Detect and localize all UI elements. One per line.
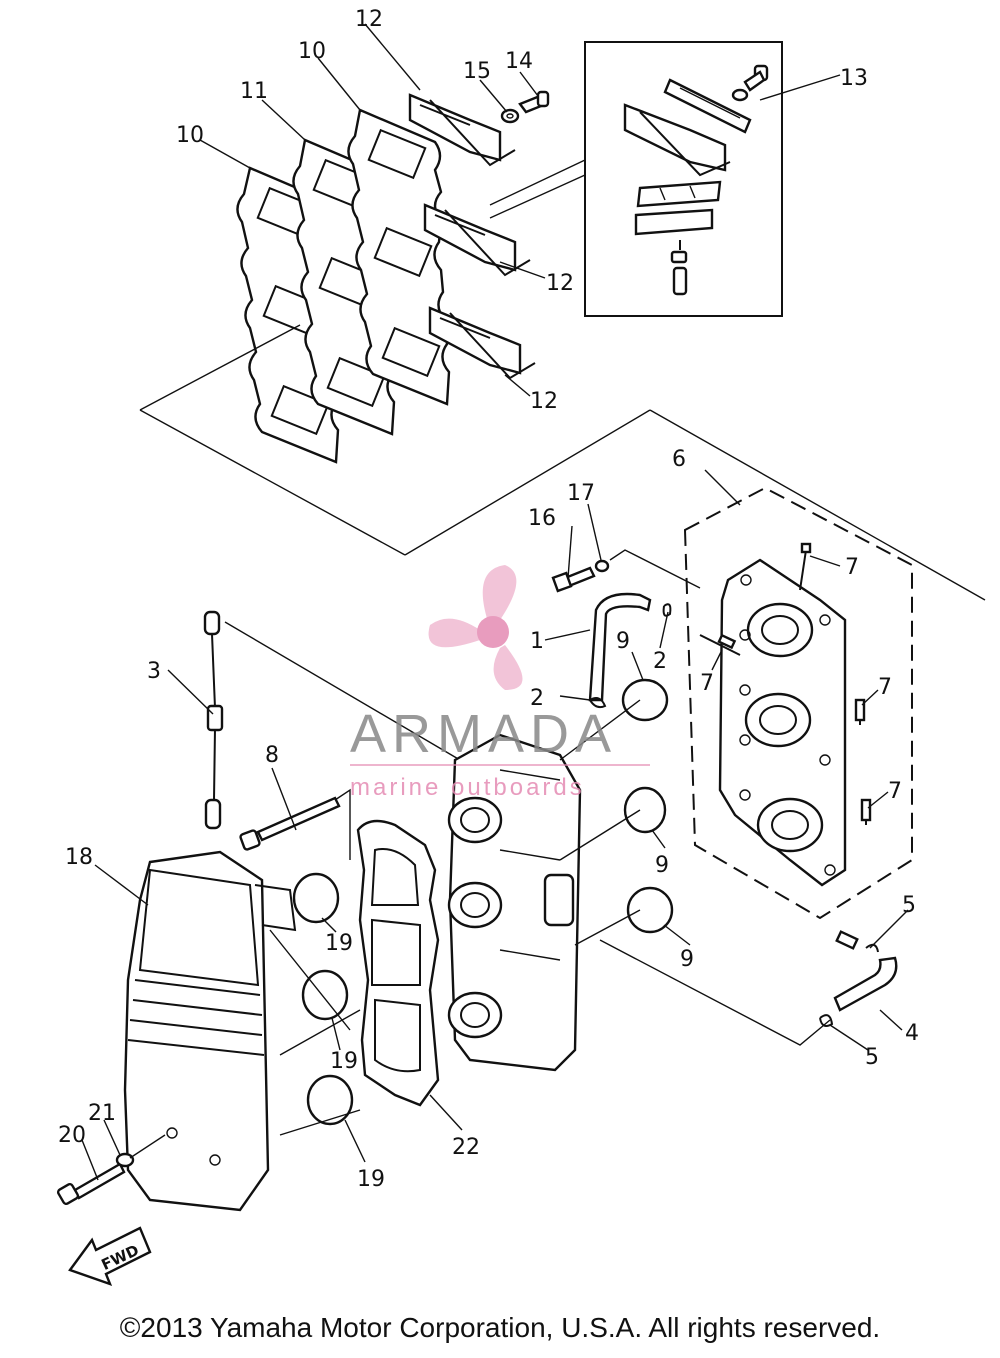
o-ring-19-a <box>292 872 340 924</box>
reed-valve-12-bottom <box>428 306 536 380</box>
leader-lines <box>81 23 909 1181</box>
clip-5-a <box>835 930 879 953</box>
washer-15 <box>500 108 520 124</box>
label-12-top: 12 <box>355 7 383 32</box>
reed-valve-12-top <box>408 93 516 167</box>
bolt-8 <box>239 796 341 851</box>
label-7-c: 7 <box>878 675 892 700</box>
gasket-22 <box>356 819 440 1107</box>
watermark-name: ARMADA <box>350 704 617 764</box>
gasket-10-back <box>347 108 451 406</box>
label-13: 13 <box>840 66 868 91</box>
hose-4 <box>833 956 898 1012</box>
label-19-c: 19 <box>357 1167 385 1192</box>
label-16: 16 <box>528 506 556 531</box>
label-3: 3 <box>147 659 161 684</box>
label-12-bottom: 12 <box>530 389 558 414</box>
label-5-b: 5 <box>865 1045 879 1070</box>
label-17: 17 <box>567 481 595 506</box>
reed-valve-assembly-inset <box>584 41 783 317</box>
label-18: 18 <box>65 845 93 870</box>
o-ring-9-a <box>621 678 669 722</box>
clip-2-a <box>662 603 672 617</box>
label-10-back: 10 <box>298 39 326 64</box>
label-22: 22 <box>452 1135 480 1160</box>
clip-2-b <box>589 697 607 709</box>
o-ring-9-c <box>626 886 674 934</box>
label-15: 15 <box>463 59 491 84</box>
label-6: 6 <box>672 447 686 472</box>
label-7-a: 7 <box>845 555 859 580</box>
label-19-b: 19 <box>330 1049 358 1074</box>
label-9-a: 9 <box>616 629 630 654</box>
reed-valve-12-middle <box>423 203 531 277</box>
washer-17 <box>594 559 610 573</box>
label-7-b: 7 <box>700 671 714 696</box>
washer-21 <box>115 1152 135 1168</box>
o-ring-19-b <box>301 969 349 1021</box>
watermark: ARMADA marine outboards <box>350 565 650 801</box>
label-19-a: 19 <box>325 931 353 956</box>
o-ring-19-c <box>306 1074 354 1126</box>
screw-14 <box>518 90 550 114</box>
label-5-a: 5 <box>902 893 916 918</box>
label-9-c: 9 <box>680 947 694 972</box>
bolt-20 <box>56 1162 126 1206</box>
label-11: 11 <box>240 79 268 104</box>
label-2-b: 2 <box>530 686 544 711</box>
clip-5-b <box>819 1014 834 1027</box>
silencer-cover-18 <box>123 850 297 1212</box>
screw-7-c <box>854 698 866 725</box>
label-7-d: 7 <box>888 779 902 804</box>
propeller-logo-icon <box>428 565 523 690</box>
o-ring-9-b <box>623 786 667 834</box>
label-9-b: 9 <box>655 853 669 878</box>
fwd-arrow: FWD <box>68 1226 152 1287</box>
screw-7-a <box>799 542 812 591</box>
label-21: 21 <box>88 1101 116 1126</box>
label-10-front: 10 <box>176 123 204 148</box>
label-14: 14 <box>505 49 533 74</box>
hose-1 <box>588 592 652 702</box>
part-labels: 12 10 11 10 15 14 13 12 12 6 17 16 7 1 9… <box>58 7 919 1192</box>
screw-7-d <box>860 798 872 825</box>
bolt-16 <box>551 566 596 593</box>
label-2-a: 2 <box>653 649 667 674</box>
watermark-tagline: marine outboards <box>350 774 585 801</box>
link-rod-3 <box>203 610 224 830</box>
label-1: 1 <box>530 629 544 654</box>
screw-7-b <box>699 633 741 656</box>
label-8: 8 <box>265 743 279 768</box>
intake-manifold-6 <box>683 486 913 920</box>
carburetor-assembly <box>447 733 582 1072</box>
label-12-middle: 12 <box>546 271 574 296</box>
label-4: 4 <box>905 1021 919 1046</box>
copyright-notice: ©2013 Yamaha Motor Corporation, U.S.A. A… <box>119 1312 881 1343</box>
label-20: 20 <box>58 1123 86 1148</box>
